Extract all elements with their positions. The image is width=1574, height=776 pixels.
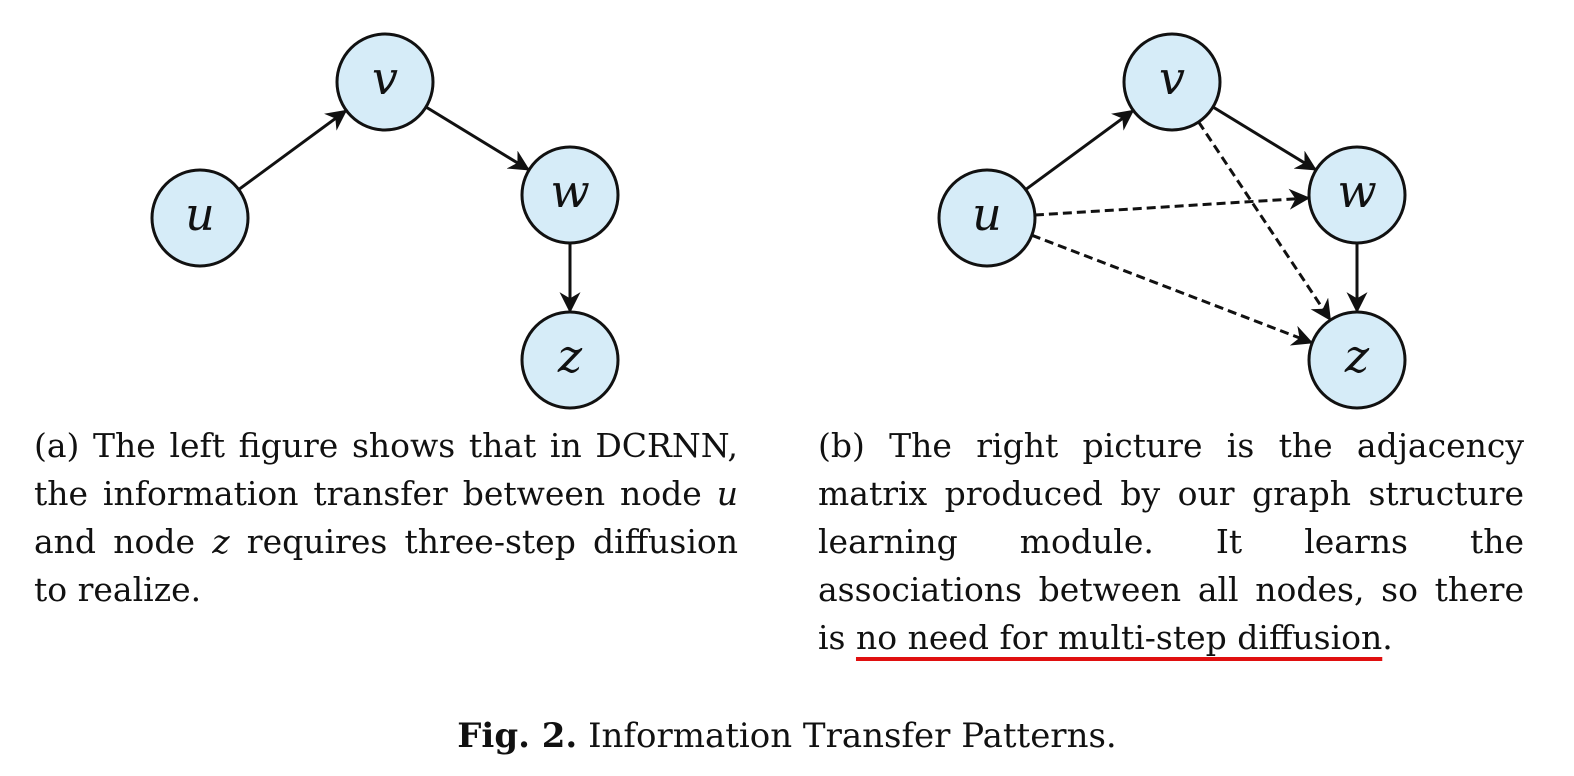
left-node-v-label: v — [372, 51, 398, 105]
left-node-z-circle — [520, 310, 620, 410]
left-node-z-label: z — [557, 329, 583, 383]
figure-label: Fig. 2. — [457, 716, 578, 756]
left-edge-v-w — [425, 105, 530, 171]
right-edge-u-z — [1031, 233, 1314, 346]
right-edge-u-v — [1024, 109, 1135, 191]
left-node-z: z — [520, 310, 620, 410]
figure-title: Information Transfer Patterns. — [577, 716, 1117, 756]
caption-b: (b) The right picture is the adjacency m… — [818, 422, 1524, 662]
left-node-w-circle — [520, 145, 620, 245]
right-node-u-label: u — [972, 187, 1002, 241]
left-graph: u v w z — [150, 32, 620, 410]
caption-a-part1: (a) The left figure shows that in DCRNN,… — [34, 426, 738, 513]
right-node-z-label: z — [1344, 329, 1370, 383]
left-node-w-label: w — [550, 164, 589, 218]
caption-a: (a) The left figure shows that in DCRNN,… — [34, 422, 738, 614]
right-node-w-label: w — [1337, 164, 1376, 218]
right-node-w-circle — [1307, 145, 1407, 245]
caption-b-underlined: no need for multi-step diffusion — [855, 618, 1383, 657]
right-node-u-circle — [937, 168, 1037, 268]
caption-a-part3: requires three-step diffusion to realize… — [34, 522, 738, 609]
left-node-u-label: u — [185, 187, 215, 241]
right-node-v-circle — [1122, 32, 1222, 132]
right-graph: u v w z — [937, 32, 1407, 410]
left-node-v: v — [335, 32, 435, 132]
left-node-v-circle — [335, 32, 435, 132]
caption-a-var-u: u — [716, 474, 738, 513]
caption-b-part1: (b) The right picture is the adjacency m… — [818, 426, 1524, 657]
left-node-u-circle — [150, 168, 250, 268]
caption-b-part2: . — [1382, 618, 1393, 657]
left-edge-u-v — [237, 109, 348, 191]
caption-a-var-z: z — [212, 522, 230, 561]
right-edge-u-w — [1034, 188, 1311, 217]
figure-caption: Fig. 2. Information Transfer Patterns. — [0, 716, 1574, 756]
left-node-u: u — [150, 168, 250, 268]
right-node-v: v — [1122, 32, 1222, 132]
right-node-v-label: v — [1159, 51, 1185, 105]
caption-a-part2: and node — [34, 522, 213, 561]
right-edge-v-w — [1212, 105, 1317, 171]
right-node-u: u — [937, 168, 1037, 268]
right-edge-v-z — [1197, 121, 1332, 321]
right-node-z: z — [1307, 310, 1407, 410]
right-node-z-circle — [1307, 310, 1407, 410]
left-node-w: w — [520, 145, 620, 245]
right-node-w: w — [1307, 145, 1407, 245]
